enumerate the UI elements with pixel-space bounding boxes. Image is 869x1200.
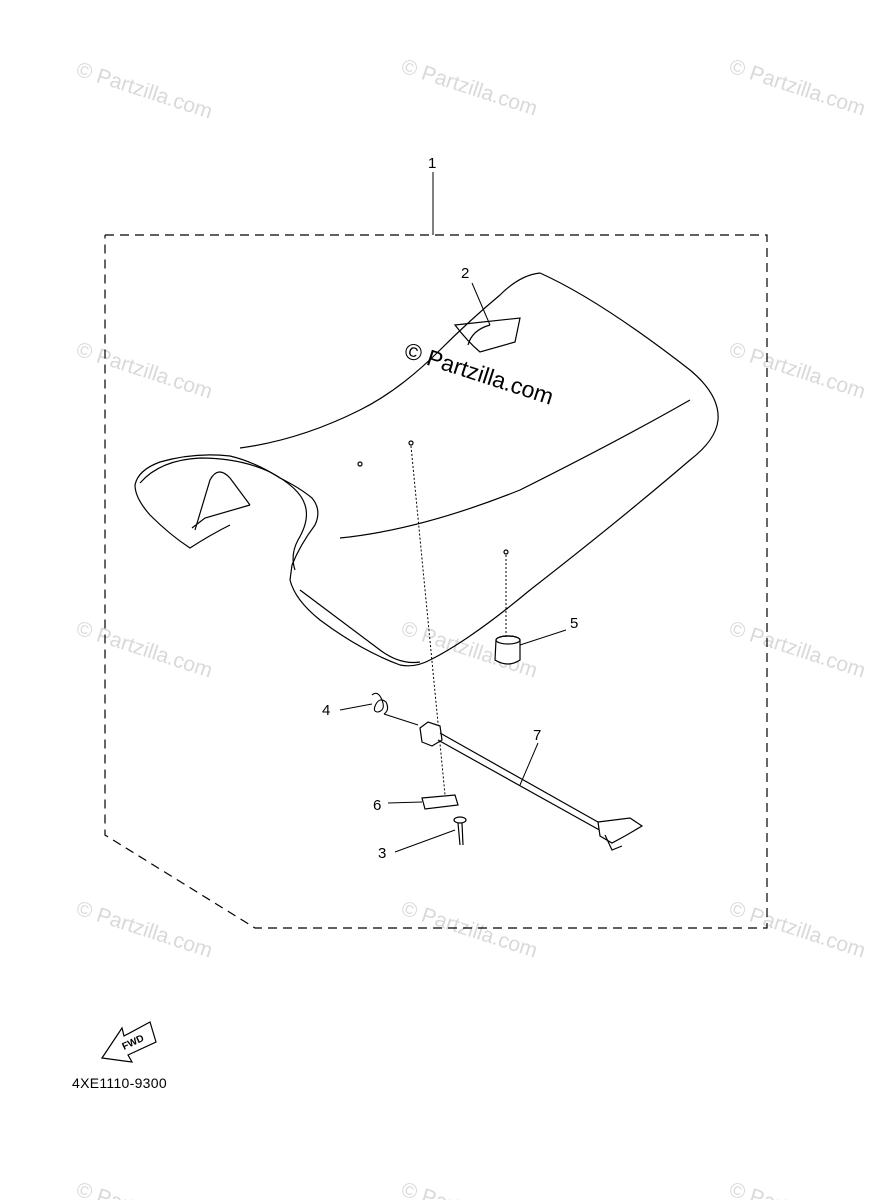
guide-line-bracket <box>410 445 447 806</box>
watermark-group: © Partzilla.com © Partzilla.com © Partzi… <box>73 55 868 1200</box>
plate-part <box>421 794 459 810</box>
callout-3: 3 <box>378 845 386 862</box>
watermark: © Partzilla.com <box>726 897 868 963</box>
watermark: © Partzilla.com <box>726 55 868 121</box>
watermark: © Partzilla.com <box>398 897 540 963</box>
watermark: © Partzilla.com <box>398 1178 540 1200</box>
watermark: © Partzilla.com <box>726 338 868 404</box>
watermark: © Partzilla.com <box>73 897 215 963</box>
watermark: © Partzilla.com <box>726 1178 868 1200</box>
callout-7: 7 <box>533 727 541 744</box>
damper-part <box>494 635 521 665</box>
seat-part <box>134 272 719 667</box>
callout-2: 2 <box>461 265 469 282</box>
center-watermark: © Partzilla.com <box>401 337 556 410</box>
callout-5: 5 <box>570 615 578 632</box>
callout-3-leader <box>394 829 456 853</box>
callout-2-leader <box>471 282 491 326</box>
callout-5-leader <box>519 629 567 646</box>
fwd-arrow-icon: FWD <box>100 1021 157 1063</box>
watermark: © Partzilla.com <box>73 1178 215 1200</box>
assembly-boundary <box>104 234 768 929</box>
rivet-part <box>453 816 467 846</box>
diagram-code: 4XE1110-9300 <box>72 1075 167 1091</box>
callout-6-leader <box>387 801 423 804</box>
callout-4: 4 <box>322 702 330 719</box>
watermark: © Partzilla.com <box>73 617 215 683</box>
spring-part <box>371 692 419 726</box>
callout-1: 1 <box>428 155 436 172</box>
callout-7-leader <box>519 742 539 786</box>
watermark: © Partzilla.com <box>73 338 215 404</box>
watermark: © Partzilla.com <box>726 617 868 683</box>
watermark: © Partzilla.com <box>73 58 215 124</box>
callout-4-leader <box>339 703 373 711</box>
watermark: © Partzilla.com <box>398 55 540 121</box>
callout-6: 6 <box>373 797 381 814</box>
